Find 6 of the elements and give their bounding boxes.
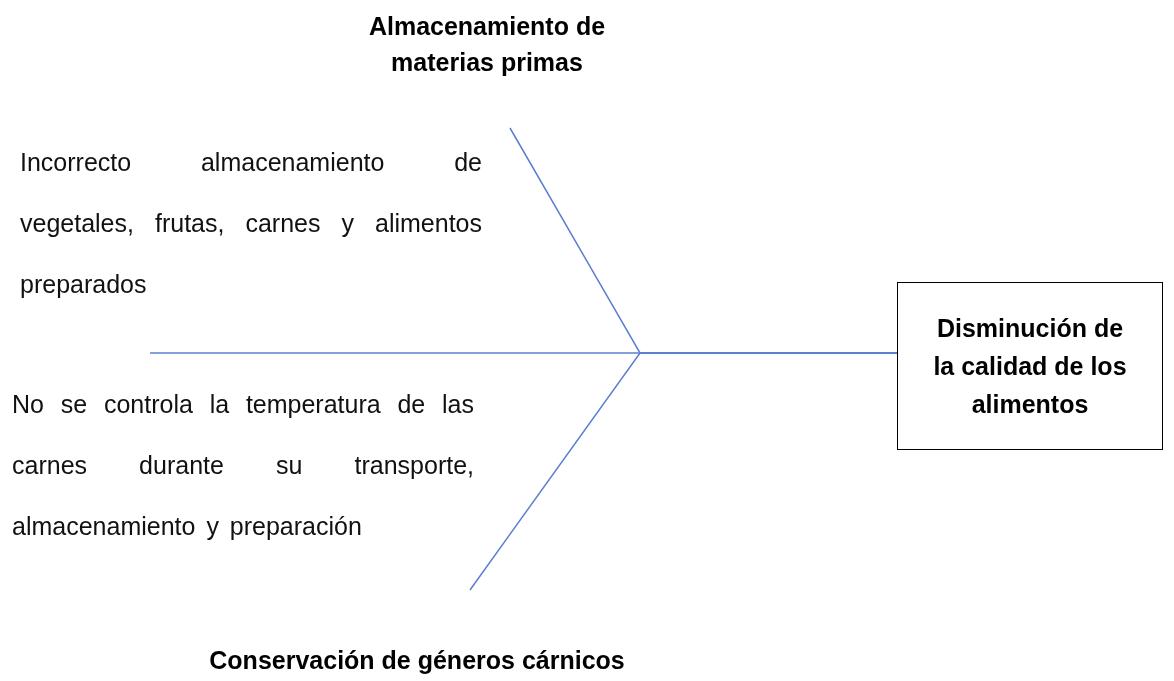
cause-text: No se controla la temperatura de las carnes durante su transporte, almacenamiento y preparación	[12, 389, 474, 542]
fishbone-line	[149, 352, 898, 354]
cause-text: Incorrecto almacenamiento de vegetales, frutas, carnes y alimentos preparados	[20, 147, 482, 300]
category-heading: Conservación de géneros cárnicos	[208, 645, 626, 676]
effect-box: Disminución de la calidad de los alimentos	[897, 282, 1163, 450]
category-heading: Almacenamiento de materias primas	[367, 11, 607, 78]
